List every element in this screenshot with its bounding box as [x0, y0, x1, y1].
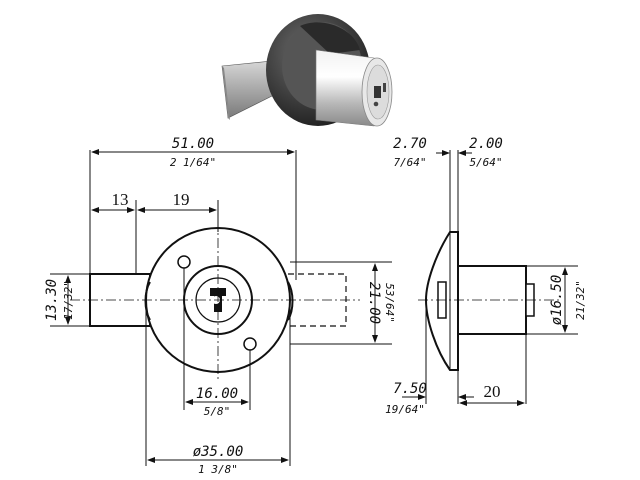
bolt-to-center: 19 — [173, 190, 190, 209]
bolt-height-in: 17/32" — [62, 280, 75, 320]
depth-in: 19/64" — [385, 403, 425, 416]
hole-spacing-mm: 16.00 — [196, 386, 238, 402]
gap-mm: 2.00 — [469, 136, 503, 152]
flange-diameter-in: 1 3/8" — [198, 463, 238, 476]
cylinder-length: 20 — [484, 382, 501, 401]
cylinder-diameter-mm: ø16.50 — [549, 275, 565, 326]
flange-diameter-mm: ø35.00 — [193, 444, 244, 460]
overall-width-in: 2 1/64" — [170, 156, 216, 169]
gap-in: 5/64" — [469, 156, 502, 169]
depth-mm: 7.50 — [393, 381, 427, 397]
height-mm: 21.00 — [366, 282, 382, 324]
flange-thickness-mm: 2.70 — [393, 136, 427, 152]
bolt-height-mm: 13.30 — [44, 279, 60, 321]
front-view: 51.00 2 1/64" 13 19 13.30 17/32" 21.00 5… — [44, 136, 396, 476]
screw-hole-bottom — [243, 337, 257, 351]
hole-spacing-in: 5/8" — [204, 405, 231, 418]
left-bolt-length: 13 — [112, 190, 129, 209]
flange-thickness-in: 7/64" — [393, 156, 426, 169]
product-image — [221, 14, 393, 127]
screw-hole-top — [177, 255, 191, 269]
overall-width-mm: 51.00 — [172, 136, 214, 152]
height-in: 53/64" — [383, 283, 396, 323]
cylinder-diameter-in: 21/32" — [574, 280, 587, 320]
side-view: 2.70 7/64" 2.00 5/64" ø16.50 21/32" 7.50… — [385, 136, 587, 416]
